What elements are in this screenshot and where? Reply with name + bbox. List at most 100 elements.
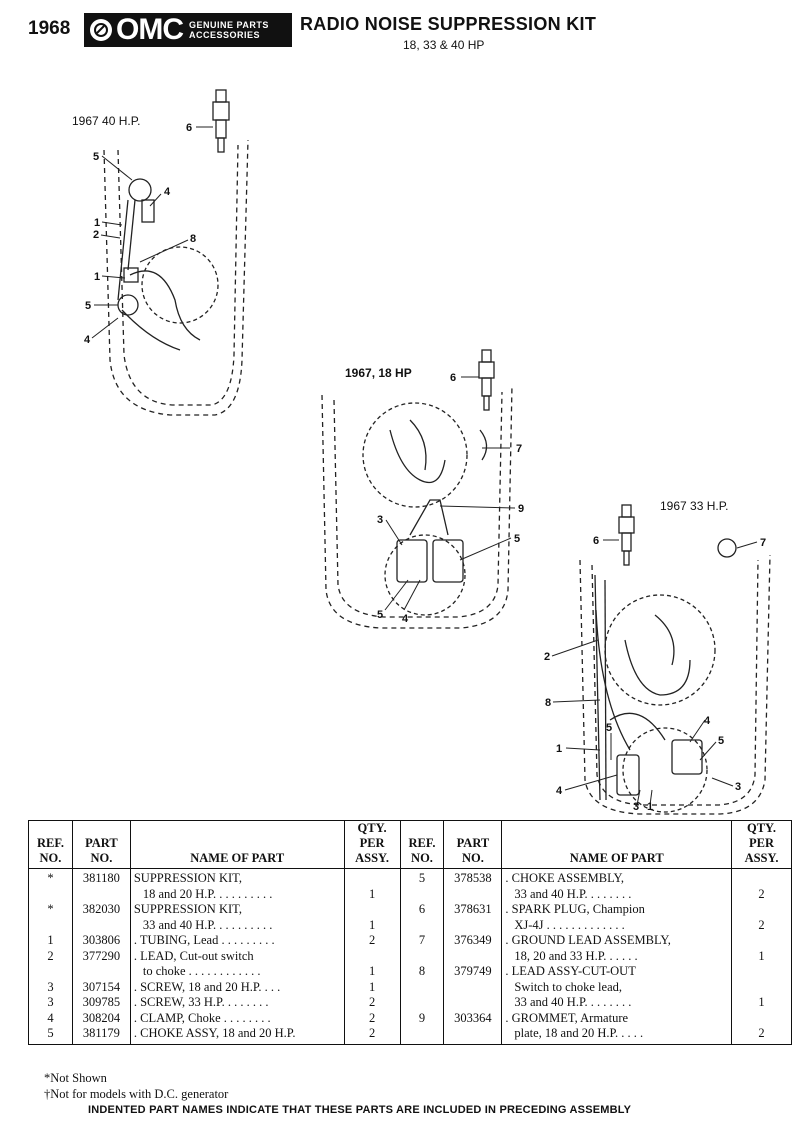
name-cell: XJ-4J . . . . . . . . . . . . . — [501, 917, 733, 933]
callout: 2 — [93, 229, 99, 241]
callout: 8 — [545, 697, 551, 709]
name-cell: . LEAD ASSY-CUT-OUT — [501, 964, 733, 980]
name-cell: Switch to choke lead, — [501, 979, 733, 995]
qty-cell: 1 — [343, 964, 401, 980]
part-cell — [443, 948, 503, 964]
callout: 6 — [450, 372, 456, 384]
col-name: NAME OF PART — [501, 820, 733, 869]
qty-cell — [731, 964, 792, 980]
callout: 4 — [704, 715, 711, 727]
name-cell: . LEAD, Cut-out switch — [129, 948, 345, 964]
ref-cell: 2 — [28, 948, 73, 964]
caption-40hp: 1967 40 H.P. — [72, 114, 141, 128]
ref-cell — [399, 1026, 445, 1045]
ref-cell: 5 — [28, 1026, 73, 1045]
callout: 1 — [94, 217, 100, 229]
part-cell: 308204 — [71, 1010, 131, 1026]
ref-cell: 3 — [28, 979, 73, 995]
exploded-diagrams: 1967 40 H.P. 1967, 18 HP 1967 33 H.P. 6 … — [72, 89, 771, 815]
diagram-18hp — [321, 349, 513, 629]
part-cell: 303364 — [443, 1010, 503, 1026]
callout: 6 — [593, 535, 599, 547]
part-cell — [443, 917, 503, 933]
qty-cell: 1 — [343, 917, 401, 933]
callout: 5 — [85, 300, 91, 312]
part-cell — [71, 886, 131, 902]
qty-cell: 1 — [343, 979, 401, 995]
name-cell: . GROUND LEAD ASSEMBLY, — [501, 933, 733, 949]
qty-cell: 2 — [343, 1026, 401, 1045]
qty-cell: 2 — [731, 1026, 792, 1045]
qty-cell — [731, 902, 792, 918]
qty-cell: 2 — [731, 917, 792, 933]
name-cell: 18, 20 and 33 H.P. . . . . . — [501, 948, 733, 964]
part-cell — [443, 1026, 503, 1045]
callout: 1 — [647, 801, 653, 813]
qty-cell: 2 — [343, 995, 401, 1011]
brand-sub-line-2: ACCESSORIES — [189, 30, 261, 40]
col-ref-no: REF.NO. — [399, 820, 445, 869]
name-cell: SUPPRESSION KIT, — [129, 868, 345, 887]
ref-cell — [399, 886, 445, 902]
callout: 4 — [84, 334, 91, 346]
diagram-33hp — [579, 504, 771, 815]
page-title: RADIO NOISE SUPPRESSION KIT — [300, 14, 597, 34]
callout: 4 — [164, 186, 171, 198]
name-cell: 33 and 40 H.P. . . . . . . . . . — [129, 917, 345, 933]
qty-cell: 2 — [731, 886, 792, 902]
ref-cell: 7 — [399, 933, 445, 949]
name-cell: . CLAMP, Choke . . . . . . . . — [129, 1010, 345, 1026]
name-cell: . CHOKE ASSEMBLY, — [501, 868, 733, 887]
note-indented: INDENTED PART NAMES INDICATE THAT THESE … — [88, 1104, 632, 1116]
qty-cell — [343, 868, 401, 887]
callout: 4 — [556, 785, 563, 797]
part-cell: 378538 — [443, 868, 503, 887]
part-cell — [443, 995, 503, 1011]
brand-subtitle: GENUINE PARTS ACCESSORIES — [189, 20, 269, 40]
callout: 1 — [94, 271, 100, 283]
callout: 1 — [556, 743, 562, 755]
part-cell — [71, 964, 131, 980]
ref-cell: 5 — [399, 868, 445, 887]
part-cell: 303806 — [71, 933, 131, 949]
omc-logo-banner: OMC GENUINE PARTS ACCESSORIES — [84, 13, 292, 47]
callout: 3 — [377, 514, 383, 526]
name-cell: . GROMMET, Armature — [501, 1010, 733, 1026]
ref-cell: 6 — [399, 902, 445, 918]
ref-cell: 8 — [399, 964, 445, 980]
ref-cell: 3 — [28, 995, 73, 1011]
name-cell: . TUBING, Lead . . . . . . . . . — [129, 933, 345, 949]
ref-cell: * — [28, 868, 73, 887]
callout: 4 — [402, 613, 409, 625]
qty-cell: 2 — [343, 1010, 401, 1026]
name-cell: to choke . . . . . . . . . . . . — [129, 964, 345, 980]
caption-33hp: 1967 33 H.P. — [660, 499, 729, 513]
qty-cell: 1 — [731, 948, 792, 964]
name-cell: 33 and 40 H.P. . . . . . . . — [501, 995, 733, 1011]
ref-cell — [28, 917, 73, 933]
callout: 5 — [93, 151, 99, 163]
qty-cell — [731, 933, 792, 949]
part-cell: 377290 — [71, 948, 131, 964]
ref-cell — [399, 917, 445, 933]
part-cell: 378631 — [443, 902, 503, 918]
ref-cell: 1 — [28, 933, 73, 949]
part-cell: 307154 — [71, 979, 131, 995]
col-ref-no: REF.NO. — [28, 820, 73, 869]
callout: 6 — [186, 122, 192, 134]
part-cell — [443, 979, 503, 995]
diagram-40hp — [103, 89, 249, 416]
caption-18hp: 1967, 18 HP — [345, 366, 412, 380]
omc-emblem-icon — [90, 19, 112, 41]
